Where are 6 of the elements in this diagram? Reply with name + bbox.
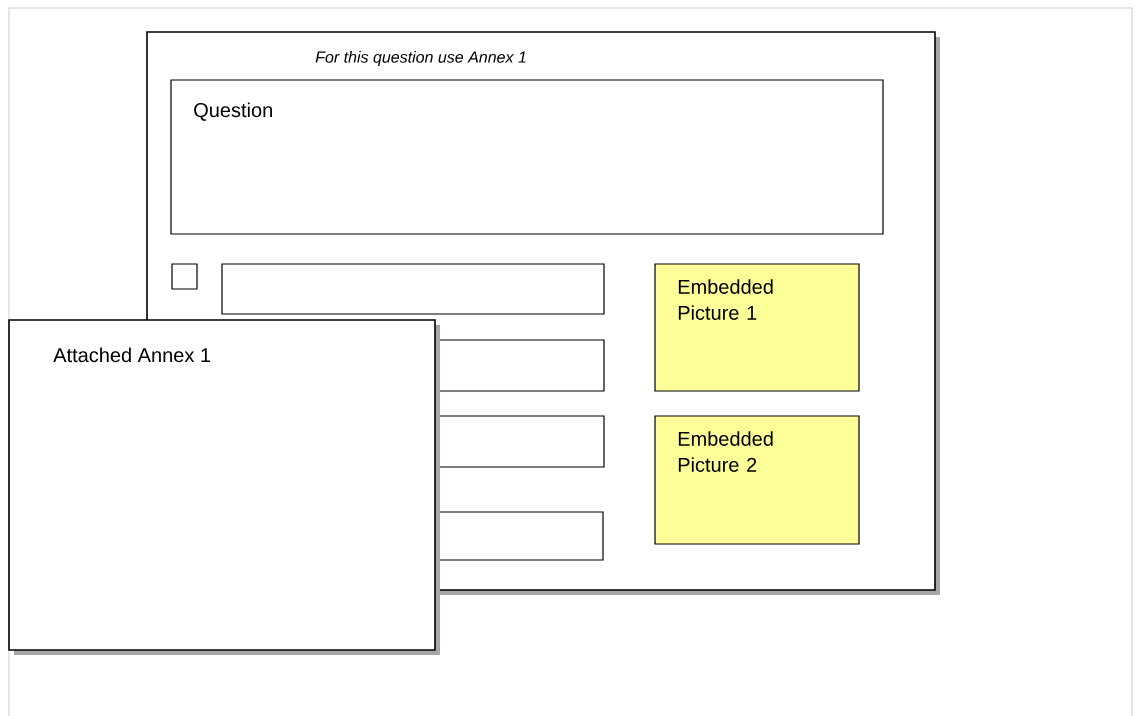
picture-box: Embedded Picture 1 [654,263,860,392]
checkbox [171,263,198,290]
question-box: Question [170,79,884,235]
annex-sheet: Attached Annex 1 [8,319,440,655]
picture-box: Embedded Picture 2 [654,415,860,545]
answer-field [221,263,605,315]
